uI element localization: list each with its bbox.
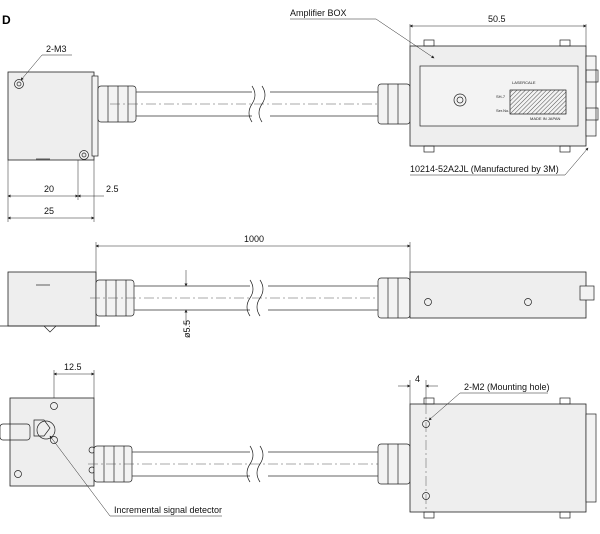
- dim-box-width: 50.5: [488, 14, 506, 24]
- top-view: LASERCALE SH-7 Ser.No. MADE IN JAPAN 50.…: [7, 8, 599, 222]
- mounting-hole-icon: [422, 492, 430, 500]
- amplifier-box-bottom: [409, 403, 587, 513]
- screw-hole-icon: [79, 150, 89, 160]
- output-connector: [585, 55, 597, 137]
- sensor-head-side: [7, 271, 97, 327]
- label-brand: LASERCALE: [512, 80, 536, 85]
- label-amplifier-box: Amplifier BOX: [290, 8, 347, 18]
- dim-head-20: 20: [44, 184, 54, 194]
- label-field1: SH-7: [496, 94, 506, 99]
- label-field2: Ser.No.: [496, 108, 509, 113]
- label-origin: MADE IN JAPAN: [530, 116, 560, 121]
- side-view: 1000 ø5.5: [0, 234, 595, 338]
- dim-cable-diameter: ø5.5: [182, 320, 192, 338]
- screw-icon: [424, 298, 432, 306]
- section-letter: D: [2, 13, 11, 27]
- label-screw-top: 2-M3: [46, 44, 67, 54]
- dim-head-25: 25: [44, 206, 54, 216]
- label-connector: 10214-52A2JL (Manufactured by 3M): [410, 164, 559, 174]
- amplifier-box-side: [409, 271, 587, 319]
- label-detector: Incremental signal detector: [114, 505, 222, 515]
- dim-cable-length: 1000: [244, 234, 264, 244]
- detector-window-icon: [36, 420, 56, 440]
- sensor-head-bottom: [9, 397, 95, 487]
- adjust-screw-icon: [453, 93, 467, 107]
- dim-12-5: 12.5: [64, 362, 82, 372]
- screw-icon: [524, 298, 532, 306]
- dim-head-2-5: 2.5: [106, 184, 119, 194]
- dim-4: 4: [415, 374, 420, 384]
- screw-hole-icon: [14, 79, 24, 89]
- mounting-hole-icon: [422, 420, 430, 428]
- label-mounting-hole: 2-M2 (Mounting hole): [464, 382, 550, 392]
- bottom-view: 12.5 4 2-M2 (Mounting hole) Incremental …: [0, 362, 597, 519]
